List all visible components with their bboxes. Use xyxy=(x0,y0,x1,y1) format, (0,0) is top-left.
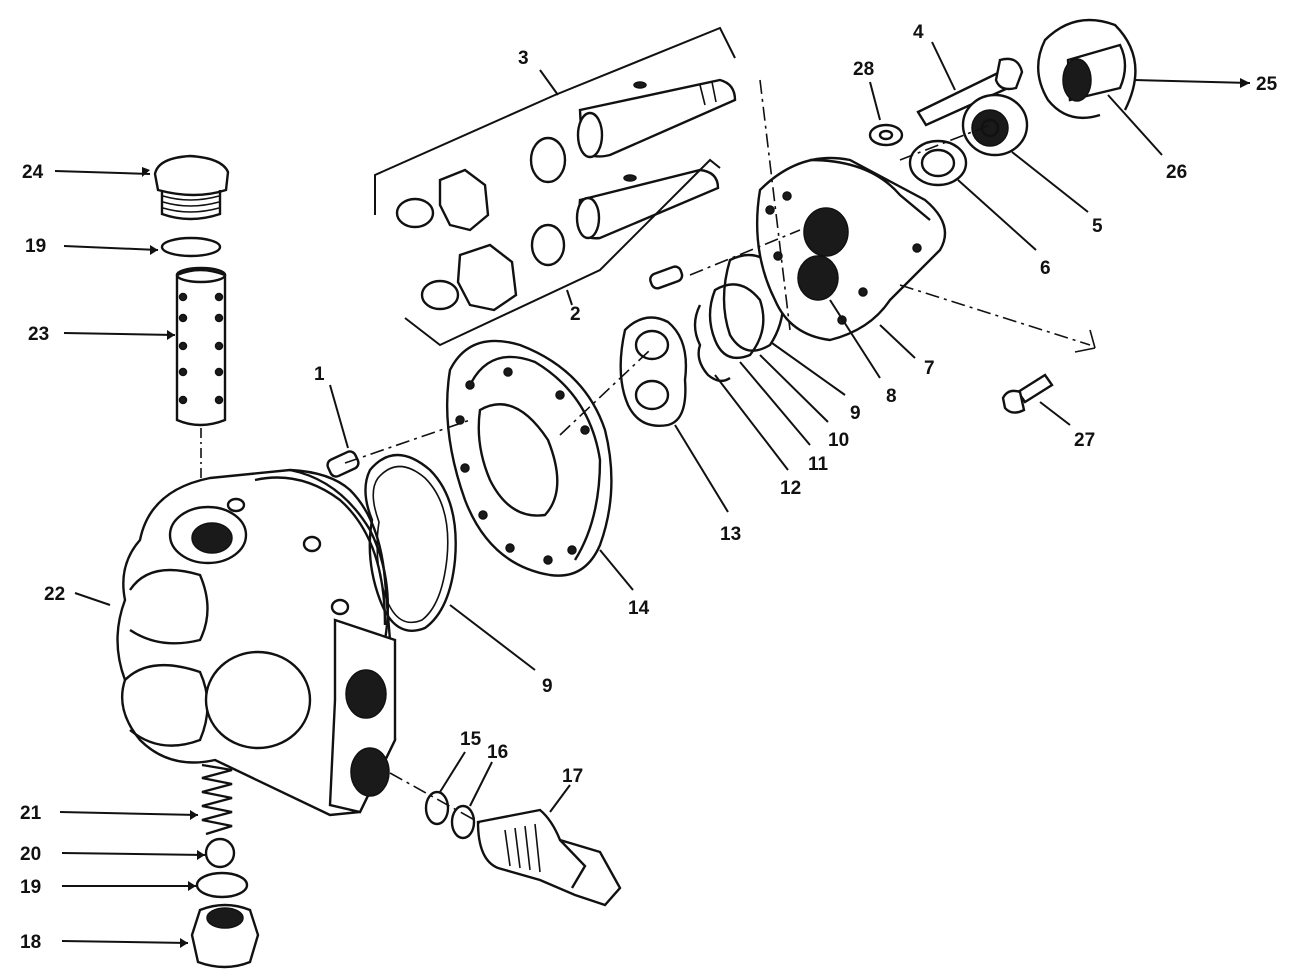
callout-24: 24 xyxy=(22,162,44,183)
callout-6: 6 xyxy=(1040,258,1051,279)
part-3-drive-gear-shaft xyxy=(395,78,737,232)
part-18-plug xyxy=(190,903,260,969)
part-11-gasket xyxy=(708,283,765,360)
callout-9-lower: 9 xyxy=(542,676,553,697)
callout-28: 28 xyxy=(853,59,874,80)
part-17-relief-valve xyxy=(476,808,622,907)
part-13-wear-plate xyxy=(619,316,688,427)
callout-labels: 1 2 3 4 5 6 7 8 9 10 11 12 13 14 9 15 16… xyxy=(20,22,1278,953)
part-27-screw xyxy=(1001,373,1054,414)
callout-17: 17 xyxy=(562,766,583,787)
callout-10: 10 xyxy=(828,430,849,451)
part-dowel xyxy=(649,265,684,290)
callout-18: 18 xyxy=(20,932,41,953)
part-25-retaining-ring xyxy=(1036,18,1137,120)
callout-5: 5 xyxy=(1092,216,1103,237)
part-16-oring xyxy=(450,804,476,840)
part-23-sleeve xyxy=(175,266,227,427)
part-14-end-plate xyxy=(445,339,613,577)
part-26-bushing xyxy=(1062,43,1127,102)
part-20-ball xyxy=(204,837,236,869)
callout-2: 2 xyxy=(570,304,581,325)
part-22-housing xyxy=(116,468,397,817)
part-21-spring xyxy=(201,763,233,836)
callout-4: 4 xyxy=(913,22,924,43)
callout-22: 22 xyxy=(44,584,65,605)
part-28-washer xyxy=(868,123,904,147)
part-6-seal xyxy=(908,139,968,187)
part-19-oring-bottom xyxy=(195,871,249,899)
part-15-oring xyxy=(424,790,450,826)
callout-26: 26 xyxy=(1166,162,1187,183)
callout-19-bottom: 19 xyxy=(20,877,41,898)
callout-14: 14 xyxy=(628,598,650,619)
leader-lines xyxy=(54,41,1251,944)
part-7-front-cover xyxy=(755,156,947,342)
callout-8: 8 xyxy=(886,386,897,407)
callout-7: 7 xyxy=(924,358,935,379)
callout-23: 23 xyxy=(28,324,49,345)
callout-21: 21 xyxy=(20,803,42,824)
callout-3: 3 xyxy=(518,48,529,69)
part-24-plug xyxy=(153,154,230,221)
part-4-bolt xyxy=(916,57,1024,127)
part-1-dowel-pin xyxy=(326,450,360,478)
callout-13: 13 xyxy=(720,524,741,545)
callout-15: 15 xyxy=(460,729,482,750)
callout-25: 25 xyxy=(1256,74,1278,95)
callout-16: 16 xyxy=(487,742,508,763)
callout-12: 12 xyxy=(780,478,801,499)
callout-1: 1 xyxy=(314,364,325,385)
callout-11: 11 xyxy=(808,454,829,475)
part-19-oring-top xyxy=(160,236,222,258)
part-5-bearing xyxy=(961,93,1029,157)
callout-20: 20 xyxy=(20,844,41,865)
callout-19-top: 19 xyxy=(25,236,46,257)
callout-27: 27 xyxy=(1074,430,1095,451)
part-9-gasket-lower xyxy=(364,453,457,632)
callout-9-upper: 9 xyxy=(850,403,861,424)
